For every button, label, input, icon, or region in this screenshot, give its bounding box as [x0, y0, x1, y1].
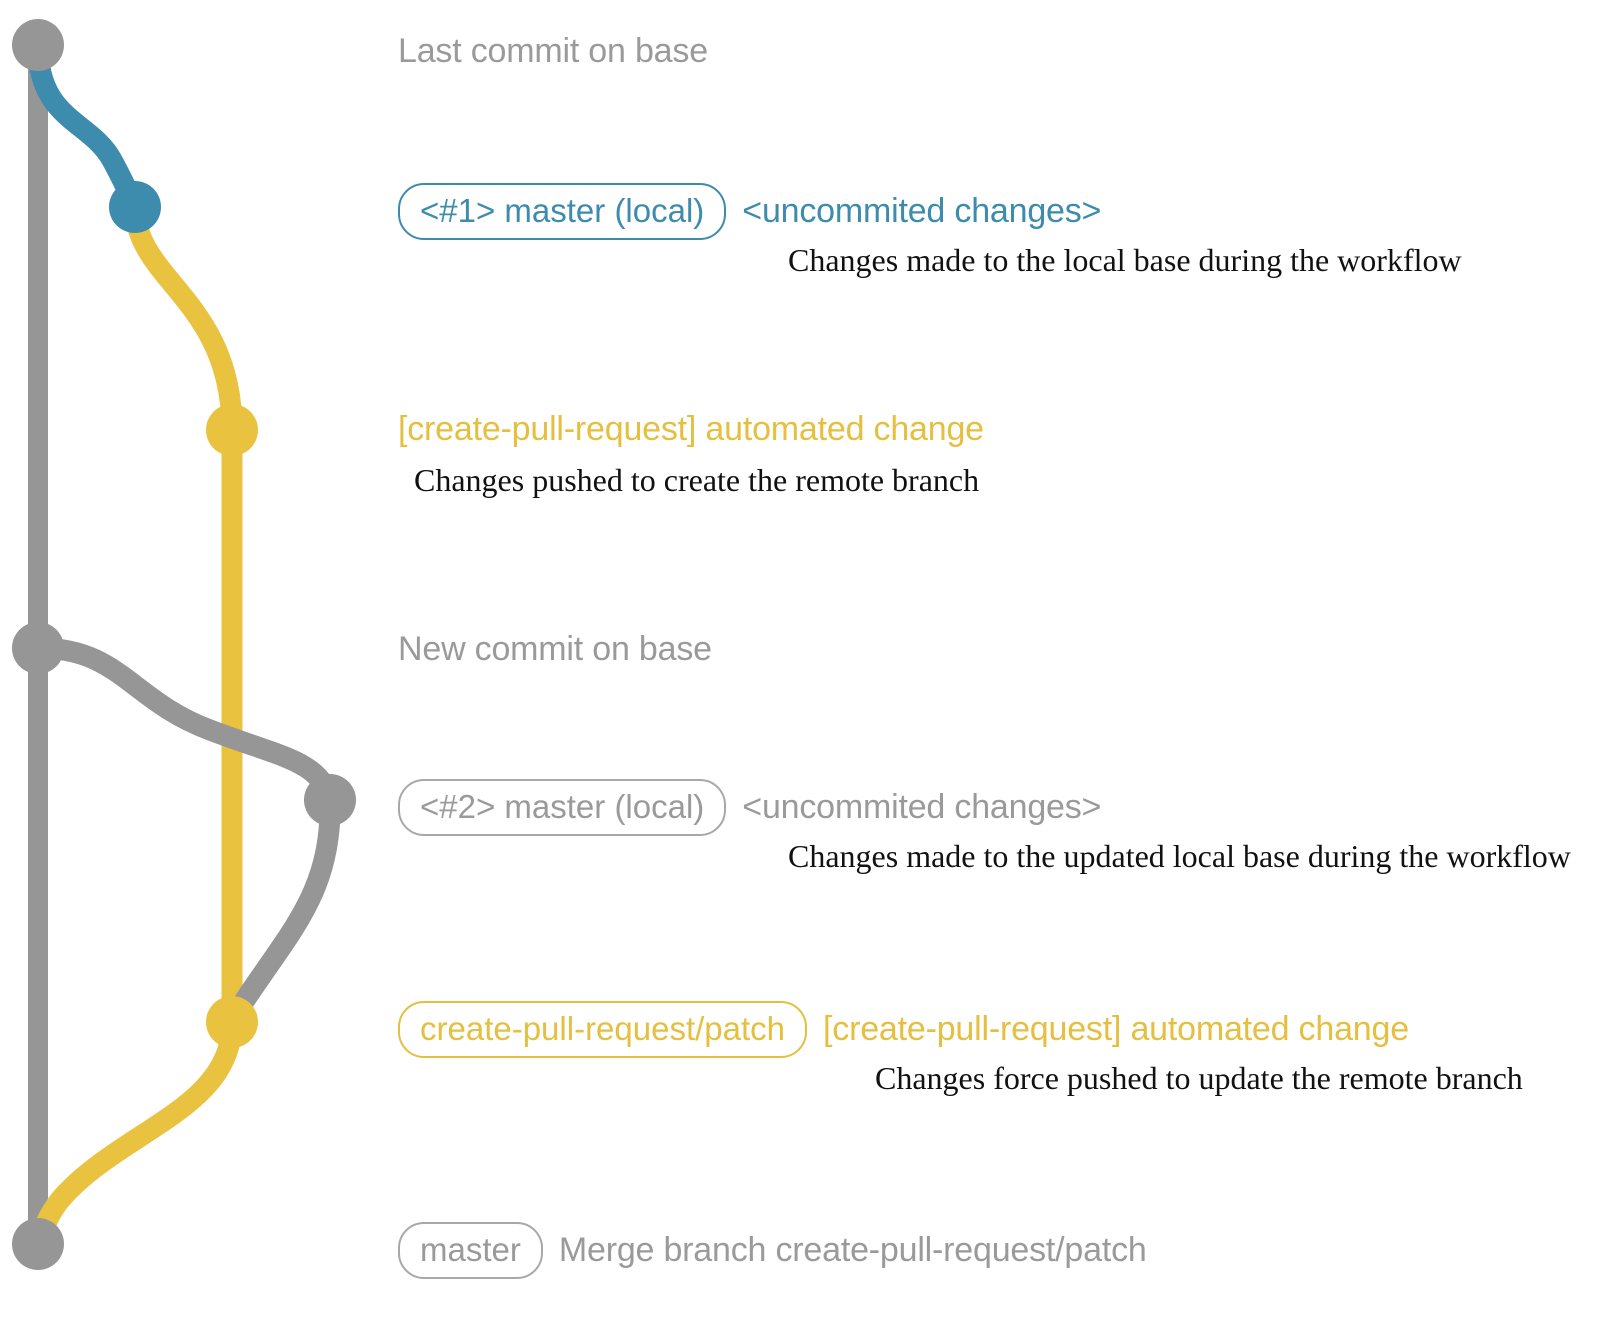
- row-new-commit-on-base: New commit on base: [398, 630, 712, 669]
- commit-subject-local-2: <uncommited changes>: [742, 788, 1102, 826]
- branch-badge-patch-2[interactable]: create-pull-request/patch: [398, 1001, 808, 1058]
- commit-node-master[interactable]: [12, 1218, 64, 1270]
- commit-node-base-last[interactable]: [12, 19, 64, 71]
- edge-local-1-to-patch-1: [124, 196, 243, 441]
- branch-badge-master[interactable]: master: [398, 1222, 543, 1279]
- row-master: master Merge branch create-pull-request/…: [398, 1222, 1147, 1279]
- commit-description-patch-2: Changes force pushed to update the remot…: [875, 1060, 1523, 1096]
- branch-badge-local-2[interactable]: <#2> master (local): [398, 779, 727, 836]
- commit-subject-patch-2: [create-pull-request] automated change: [823, 1010, 1409, 1048]
- row-local-1: <#1> master (local) <uncommited changes>: [398, 183, 1101, 240]
- commit-subject-master: Merge branch create-pull-request/patch: [558, 1231, 1147, 1269]
- row-patch-2: create-pull-request/patch [create-pull-r…: [398, 1001, 1409, 1058]
- commit-node-local-1[interactable]: [109, 181, 161, 233]
- branch-badge-local-1[interactable]: <#1> master (local): [398, 183, 727, 240]
- row-patch-1: [create-pull-request] automated change: [398, 410, 984, 449]
- commit-description-local-2: Changes made to the updated local base d…: [788, 838, 1571, 874]
- row-local-2: <#2> master (local) <uncommited changes>: [398, 779, 1101, 836]
- commit-subject-base-new: New commit on base: [398, 630, 712, 668]
- commit-node-patch-1[interactable]: [206, 404, 258, 456]
- edge-base-new-to-local-2: [27, 637, 341, 811]
- commit-description-local-1: Changes made to the local base during th…: [788, 242, 1462, 278]
- commit-node-base-new[interactable]: [12, 622, 64, 674]
- commit-description-patch-1: Changes pushed to create the remote bran…: [414, 462, 980, 498]
- row-last-commit-on-base: Last commit on base: [398, 32, 708, 71]
- commit-subject-patch-1: [create-pull-request] automated change: [398, 410, 984, 448]
- commit-subject-base-last: Last commit on base: [398, 32, 708, 70]
- commit-subject-local-1: <uncommited changes>: [742, 192, 1102, 230]
- commit-node-patch-2[interactable]: [206, 996, 258, 1048]
- commit-node-local-2[interactable]: [304, 774, 356, 826]
